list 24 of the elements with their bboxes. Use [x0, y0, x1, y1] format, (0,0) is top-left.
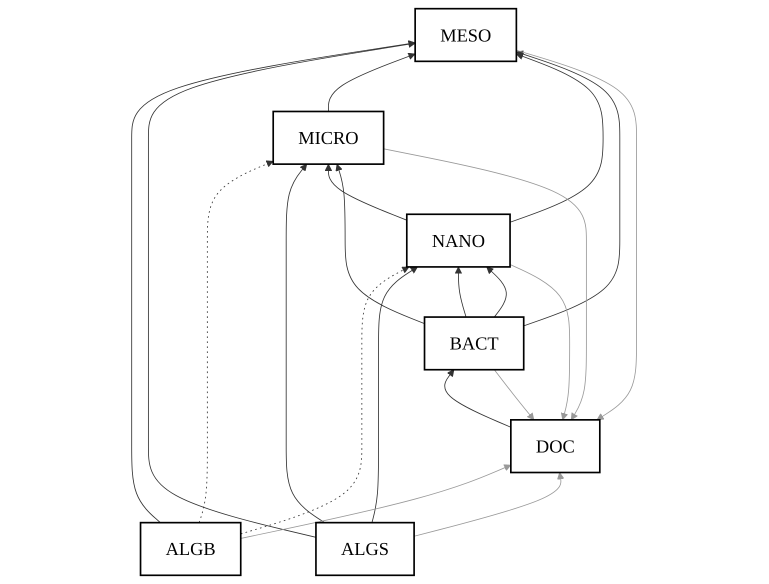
arrow: [325, 164, 408, 221]
arrow: [516, 50, 638, 420]
arrow: [336, 164, 426, 324]
node-box: MICRO: [272, 110, 385, 165]
arrow: [510, 264, 570, 420]
arrow: [510, 52, 604, 223]
arrow: [516, 50, 621, 326]
node-box: MESO: [414, 8, 518, 62]
node-box: ALGS: [316, 522, 416, 576]
arrow: [494, 369, 535, 420]
node-box: ALGB: [140, 522, 242, 576]
arrow: [372, 266, 418, 524]
arrow: [199, 160, 274, 524]
arrow: [328, 52, 416, 112]
arrow: [486, 266, 508, 318]
arrow: [384, 148, 588, 420]
node-box: DOC: [510, 419, 602, 474]
arrow: [455, 266, 467, 318]
arrow: [444, 369, 512, 428]
arrow: [240, 464, 512, 539]
node-box: NANO: [406, 213, 512, 268]
arrow: [414, 472, 565, 537]
node-box: BACT: [424, 316, 525, 371]
arrow: [286, 164, 326, 524]
